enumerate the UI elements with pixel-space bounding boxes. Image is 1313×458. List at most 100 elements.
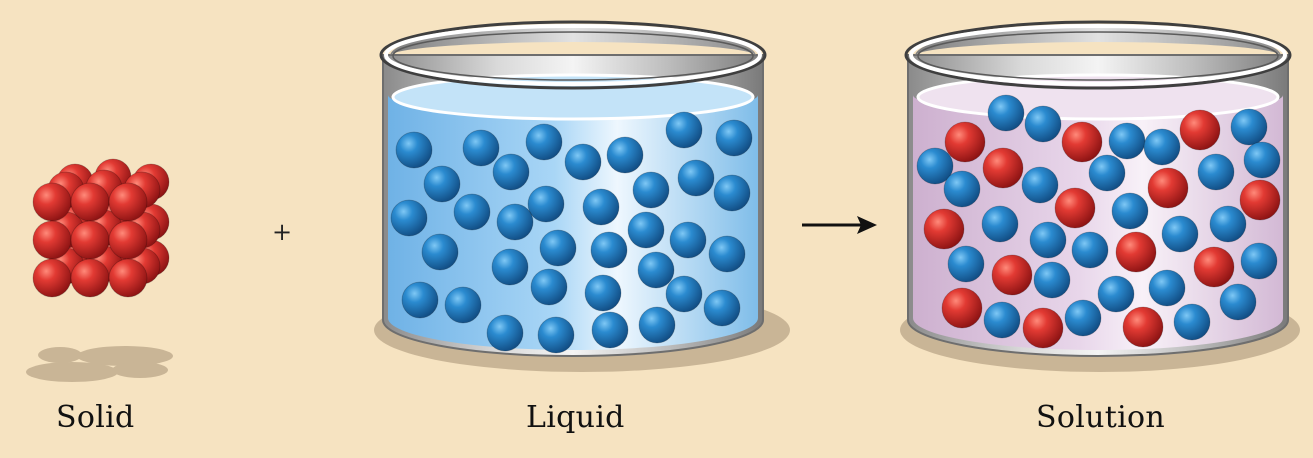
solute-particle [1179, 109, 1221, 151]
plus-sign: + [272, 218, 293, 246]
solvent-particles [390, 111, 753, 354]
solvent-particle [1021, 166, 1059, 204]
solvent-particle [1024, 105, 1062, 143]
solvent-particle [1029, 221, 1067, 259]
solvent-particle [665, 111, 703, 149]
solid-particle [70, 182, 110, 222]
solvent-particle [390, 199, 428, 237]
beaker-inner-rim [392, 31, 754, 81]
solvent-particle [1143, 128, 1181, 166]
solvent-particle [916, 147, 954, 185]
solvent-particle [486, 314, 524, 352]
solute-particle [1054, 187, 1096, 229]
solute-particle [1239, 179, 1281, 221]
solvent-particle [1071, 231, 1109, 269]
solid-particle [32, 220, 72, 260]
solvent-particle [453, 193, 491, 231]
solvent-particle [981, 205, 1019, 243]
solvent-particle [1230, 108, 1268, 146]
solvent-particle [537, 316, 575, 354]
solvent-particle [492, 153, 530, 191]
liquid-label: Liquid [526, 400, 625, 435]
solid-crystal [26, 158, 173, 382]
solvent-particle [1243, 141, 1281, 179]
solvent-particle [632, 171, 670, 209]
solute-particle [982, 147, 1024, 189]
solution-surface [916, 73, 1280, 121]
solvent-particle [1108, 122, 1146, 160]
solute-particle [1061, 121, 1103, 163]
solvent-particle [1088, 154, 1126, 192]
solvent-particle [677, 159, 715, 197]
beaker-rim [904, 20, 1292, 90]
solvent-particle [539, 229, 577, 267]
solute-particle [1147, 167, 1189, 209]
liquid-fill [388, 95, 758, 350]
solvent-particle [606, 136, 644, 174]
solvent-particle [1173, 303, 1211, 341]
solvent-particle [527, 185, 565, 223]
solvent-particle [1161, 215, 1199, 253]
solvent-particle [1240, 242, 1278, 280]
solvent-particle [525, 123, 563, 161]
solvent-particle [1033, 261, 1071, 299]
solvent-particle [1209, 205, 1247, 243]
solvent-particle [627, 211, 665, 249]
beaker-rim [379, 20, 767, 90]
solvent-particle [1148, 269, 1186, 307]
solid-particle [108, 220, 148, 260]
solvent-particle [943, 170, 981, 208]
solvent-particle [444, 286, 482, 324]
solid-particles [32, 158, 170, 298]
solution-beaker [900, 20, 1300, 372]
solvent-particle [564, 143, 602, 181]
solute-particle [941, 287, 983, 329]
solvent-particle [462, 129, 500, 167]
solvent-particle [421, 233, 459, 271]
beaker-inner-wall [915, 26, 1281, 56]
beaker-inner-rim [917, 31, 1279, 81]
liquid-surface [391, 73, 755, 121]
solvent-particle [1097, 275, 1135, 313]
solid-particle [70, 258, 110, 298]
liquid-beaker [374, 20, 790, 372]
solvent-particle [584, 274, 622, 312]
solvent-particle [713, 174, 751, 212]
solid-particle [70, 220, 110, 260]
solvent-particle [591, 311, 629, 349]
solid-label: Solid [56, 400, 135, 435]
solvent-particle [703, 289, 741, 327]
solvent-particle [1197, 153, 1235, 191]
solute-particle [1122, 306, 1164, 348]
solute-particle [944, 121, 986, 163]
solvent-particle [983, 301, 1021, 339]
solvent-particle [401, 281, 439, 319]
beaker-rim-highlight [909, 24, 1287, 86]
solute-particle [1193, 246, 1235, 288]
solvent-particle [947, 245, 985, 283]
beaker-inner-wall [390, 26, 756, 56]
solvent-particle [395, 131, 433, 169]
beaker-rim-highlight [384, 24, 762, 86]
solid-particle [32, 258, 72, 298]
solvent-particle [1219, 283, 1257, 321]
solvent-particle [1064, 299, 1102, 337]
solvent-particle [530, 268, 568, 306]
solvent-particle [665, 275, 703, 313]
reaction-arrow [802, 216, 877, 234]
solute-particle [991, 254, 1033, 296]
solute-particle [923, 208, 965, 250]
solid-particle [32, 182, 72, 222]
solvent-particle [582, 188, 620, 226]
mixed-particles [916, 94, 1281, 349]
solid-particle [108, 258, 148, 298]
solvent-particle [496, 203, 534, 241]
solvent-particle [1111, 192, 1149, 230]
solution-label: Solution [1036, 400, 1165, 435]
solvent-particle [590, 231, 628, 269]
solvent-particle [638, 306, 676, 344]
solid-particle [108, 182, 148, 222]
solvent-particle [423, 165, 461, 203]
